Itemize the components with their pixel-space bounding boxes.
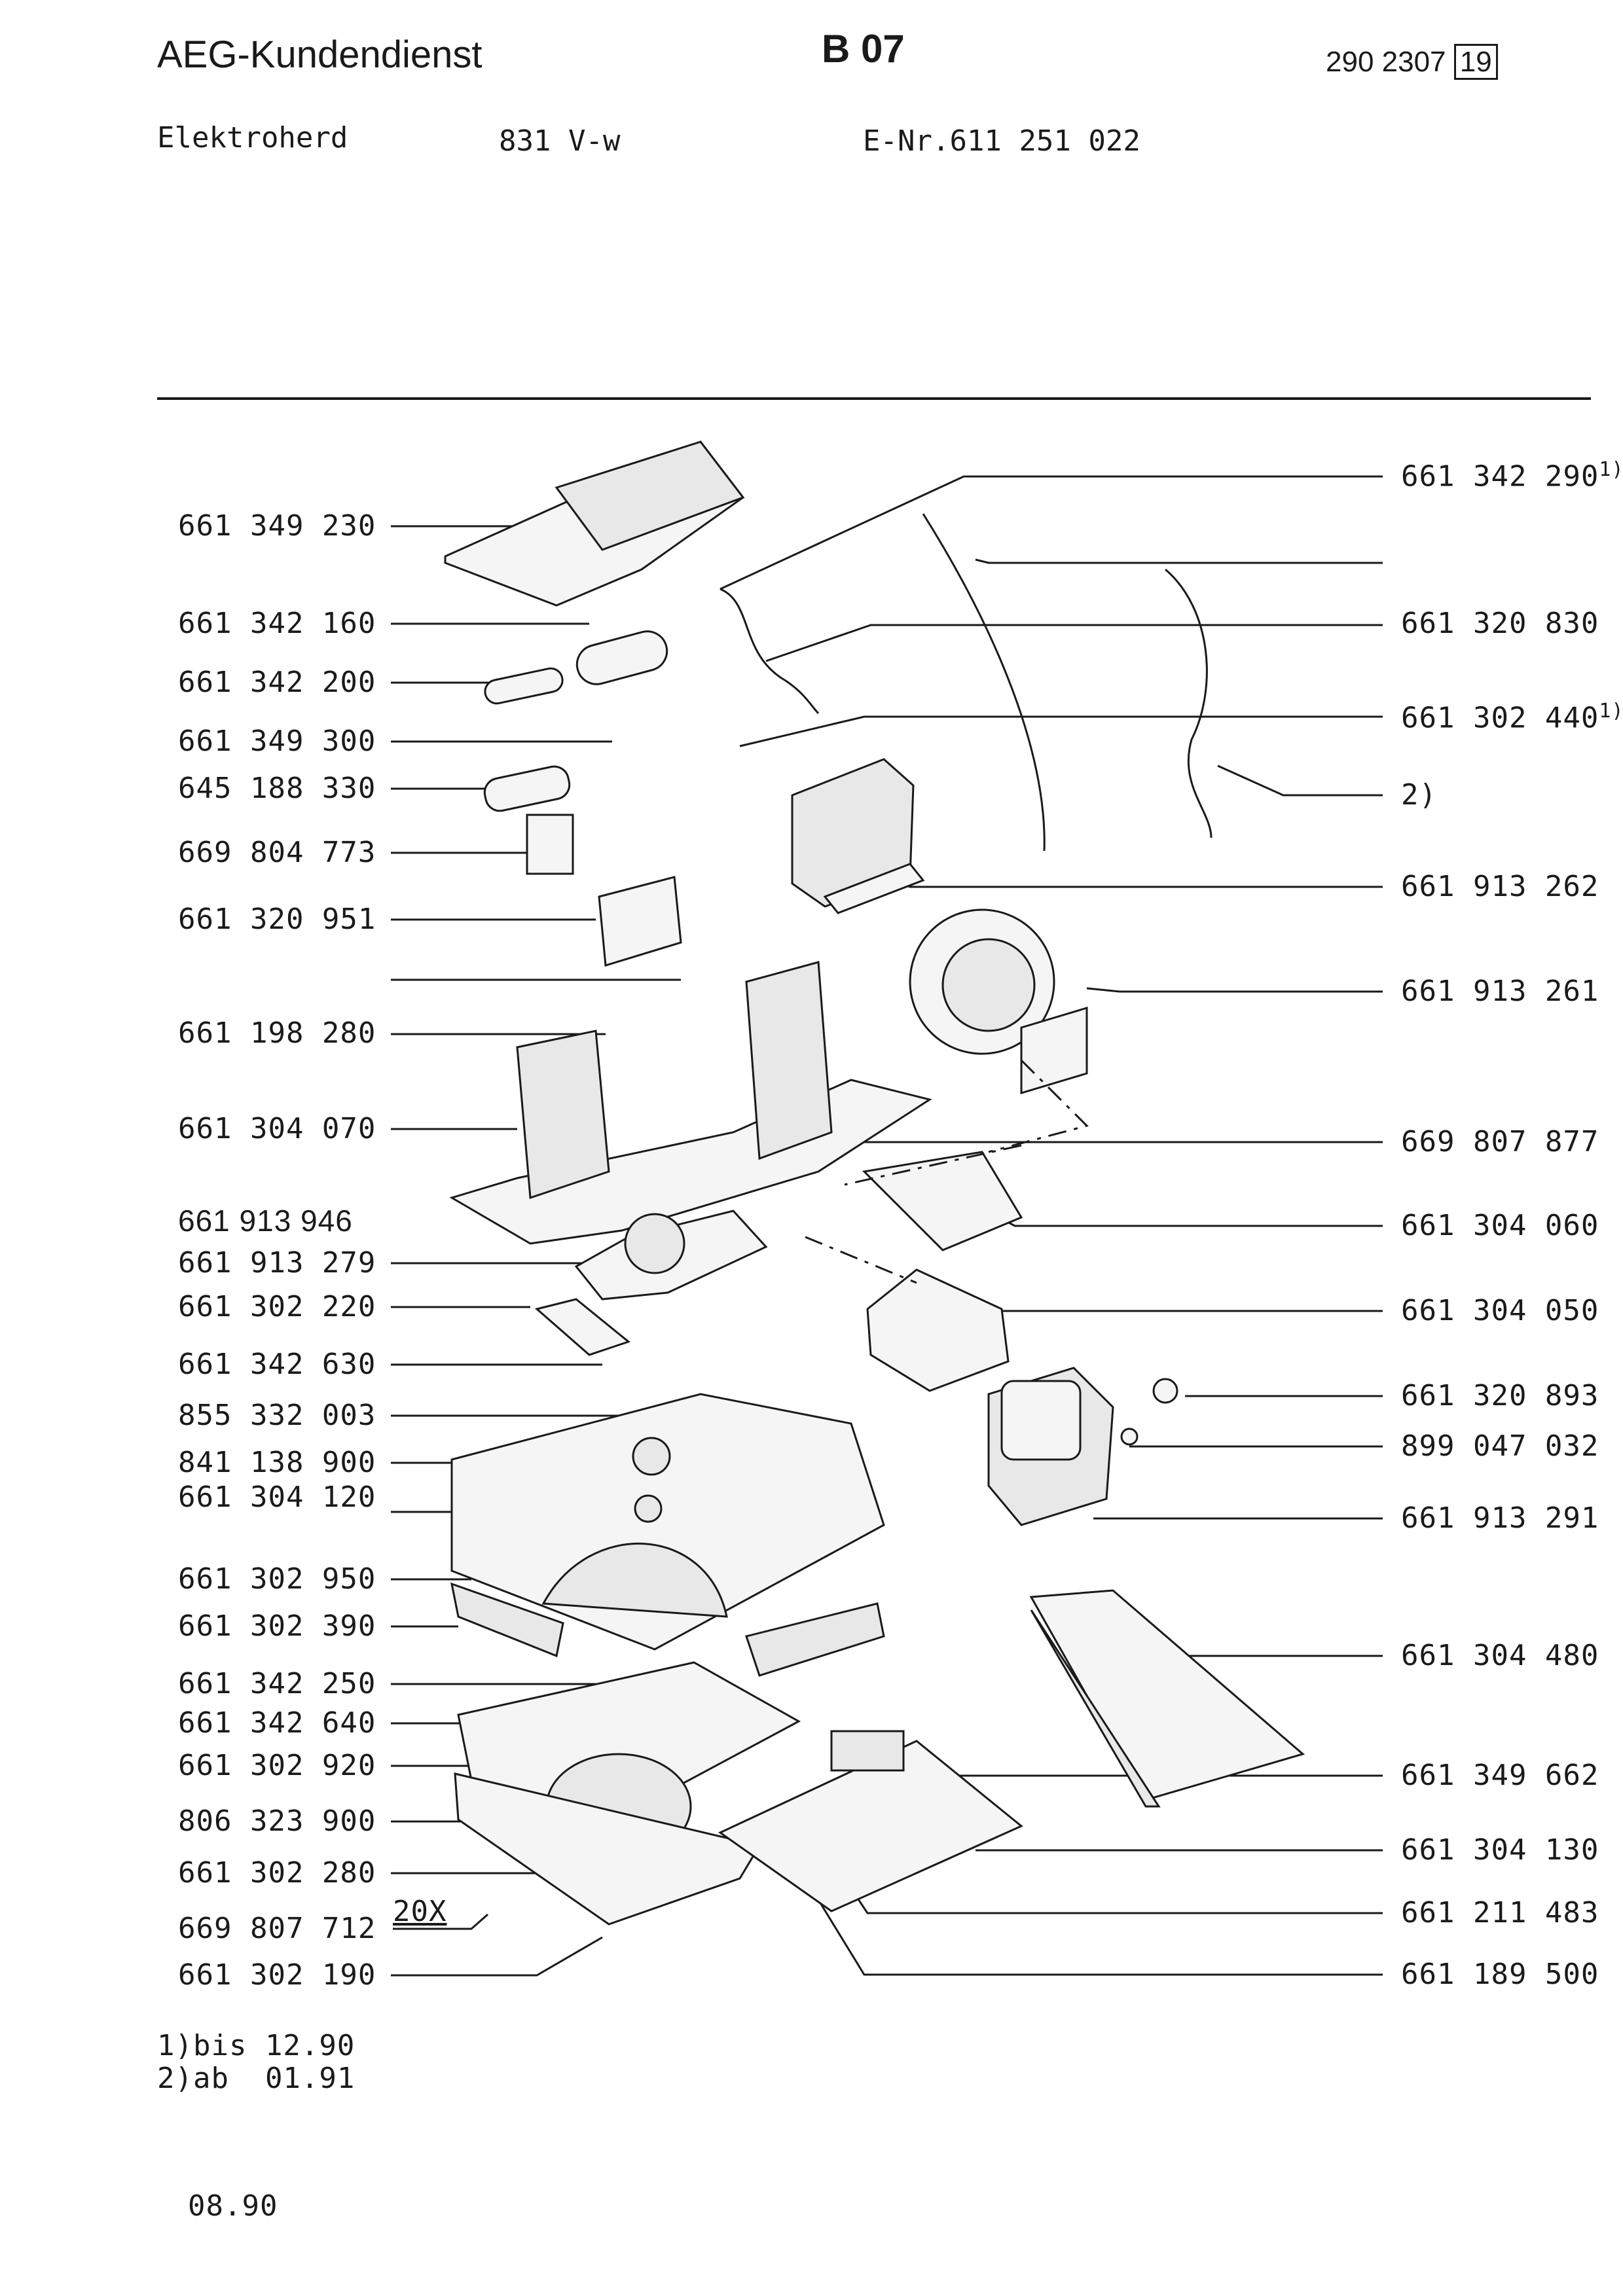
part-number-left: 661 302 390 bbox=[178, 1609, 376, 1643]
model-type: 831 V-w bbox=[499, 124, 621, 158]
part-number-right: 661 913 291 bbox=[1401, 1501, 1599, 1535]
part-number-right: 661 304 060 bbox=[1401, 1209, 1599, 1242]
footnote-1: 1)bis 12.90 bbox=[157, 2029, 356, 2062]
part-number-right: 661 320 893 bbox=[1401, 1379, 1599, 1412]
part-number-right: 2) bbox=[1401, 778, 1437, 812]
part-number-right: 661 302 4401) bbox=[1401, 700, 1623, 735]
part-number-left: 661 349 300 bbox=[178, 725, 376, 758]
part-number-right: 661 304 130 bbox=[1401, 1833, 1599, 1867]
part-number-left: 669 807 712 bbox=[178, 1912, 376, 1945]
brand-title: AEG-Kundendienst bbox=[157, 33, 483, 76]
part-number-left: 855 332 003 bbox=[178, 1399, 376, 1432]
part-number-left: 661 342 630 bbox=[178, 1348, 376, 1381]
part-number-right: 669 807 877 bbox=[1401, 1125, 1599, 1158]
part-number-left: 806 323 900 bbox=[178, 1804, 376, 1838]
product-name: Elektroherd bbox=[157, 121, 348, 154]
part-number-left: 661 302 920 bbox=[178, 1749, 376, 1782]
part-number-left: 661 304 120 bbox=[178, 1480, 376, 1514]
part-number-right: 661 211 483 bbox=[1401, 1896, 1599, 1929]
part-number-left: 661 342 160 bbox=[178, 607, 376, 640]
e-number: E-Nr.611 251 022 bbox=[863, 124, 1140, 158]
part-number-right: 661 320 830 bbox=[1401, 607, 1599, 640]
part-number-right: 899 047 032 bbox=[1401, 1429, 1599, 1463]
header-divider bbox=[157, 397, 1591, 400]
part-number-left: 661 320 951 bbox=[178, 903, 376, 936]
part-number-left: 661 302 950 bbox=[178, 1562, 376, 1596]
part-number-left: 661 302 220 bbox=[178, 1290, 376, 1323]
part-number-left: 645 188 330 bbox=[178, 772, 376, 805]
part-number-left: 661 913 946 bbox=[178, 1204, 353, 1238]
part-number-left: 661 304 070 bbox=[178, 1112, 376, 1145]
issue-date: 08.90 bbox=[188, 2189, 278, 2223]
document-number: 290 2307 19 bbox=[1326, 44, 1498, 80]
part-number-left: 661 302 280 bbox=[178, 1856, 376, 1890]
page-number: 19 bbox=[1453, 44, 1498, 80]
part-number-left: 661 342 250 bbox=[178, 1667, 376, 1700]
part-number-left: 661 349 230 bbox=[178, 509, 376, 543]
part-number-left: 841 138 900 bbox=[178, 1446, 376, 1479]
section-code: B 07 bbox=[822, 27, 905, 71]
part-number-left: 661 342 640 bbox=[178, 1706, 376, 1740]
part-number-left: 661 913 279 bbox=[178, 1246, 376, 1280]
part-number-right: 661 913 261 bbox=[1401, 975, 1599, 1008]
part-number-right: 661 342 2901) bbox=[1401, 458, 1623, 493]
document-number-value: 290 2307 bbox=[1326, 46, 1446, 78]
footnote-marker: 1) bbox=[1599, 458, 1623, 481]
part-number-left: 661 302 190 bbox=[178, 1958, 376, 1992]
part-number-right: 661 304 050 bbox=[1401, 1294, 1599, 1327]
part-number-right: 661 913 262 bbox=[1401, 870, 1599, 903]
part-number-left: 669 804 773 bbox=[178, 836, 376, 869]
part-number-right: 661 304 480 bbox=[1401, 1639, 1599, 1672]
footnote-marker: 1) bbox=[1599, 700, 1623, 723]
part-number-left: 661 342 200 bbox=[178, 666, 376, 699]
screw-quantity: 20X bbox=[393, 1895, 447, 1928]
part-number-left: 661 198 280 bbox=[178, 1016, 376, 1050]
part-number-right: 661 349 662 bbox=[1401, 1759, 1599, 1792]
footnote-2: 2)ab 01.91 bbox=[157, 2062, 356, 2095]
part-number-right: 661 189 500 bbox=[1401, 1958, 1599, 1991]
